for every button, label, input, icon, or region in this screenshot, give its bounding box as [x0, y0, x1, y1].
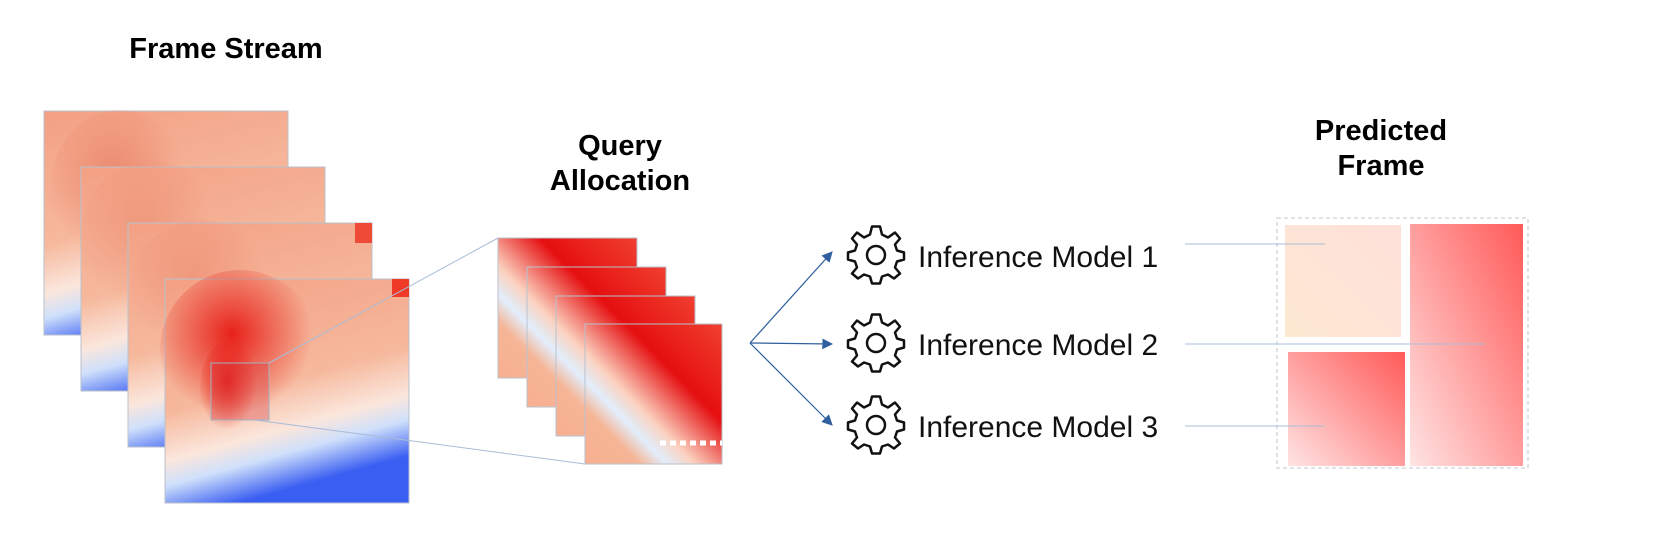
frame-stack [43, 110, 410, 504]
query-region-box [210, 362, 270, 421]
inference-model-1: Inference Model 1 [846, 225, 1158, 285]
crop-stack [497, 237, 723, 465]
query-allocation-title-line2: Allocation [550, 165, 690, 197]
arrow-model-2 [749, 338, 834, 350]
region-model-1 [1285, 225, 1401, 337]
region-model-2 [1410, 224, 1523, 466]
frame-stream-title: Frame Stream [129, 33, 322, 65]
frame-4 [160, 270, 410, 504]
gear-icon [846, 395, 906, 455]
arrow-model-1 [749, 251, 833, 344]
inference-model-1-label: Inference Model 1 [918, 241, 1158, 274]
inference-model-3: Inference Model 3 [846, 395, 1158, 455]
predicted-frame-title-line1: Predicted [1315, 115, 1447, 147]
predicted-frame-border [1276, 217, 1529, 469]
crop-4 [584, 323, 723, 465]
gear-icon [846, 225, 906, 285]
zoom-line-bottom [254, 419, 586, 465]
gear-icon [846, 313, 906, 373]
predicted-frame [1276, 217, 1529, 469]
query-allocation-title-line1: Query [578, 130, 662, 162]
arrow-model-3 [749, 342, 833, 426]
inference-model-2-label: Inference Model 2 [918, 329, 1158, 362]
region-model-3 [1288, 352, 1405, 466]
zoom-line-top [268, 237, 499, 364]
dispatch-arrows [749, 251, 834, 426]
inference-model-2: Inference Model 2 [846, 313, 1158, 373]
inference-model-3-label: Inference Model 3 [918, 411, 1158, 444]
predicted-frame-title-line2: Frame [1337, 150, 1424, 182]
